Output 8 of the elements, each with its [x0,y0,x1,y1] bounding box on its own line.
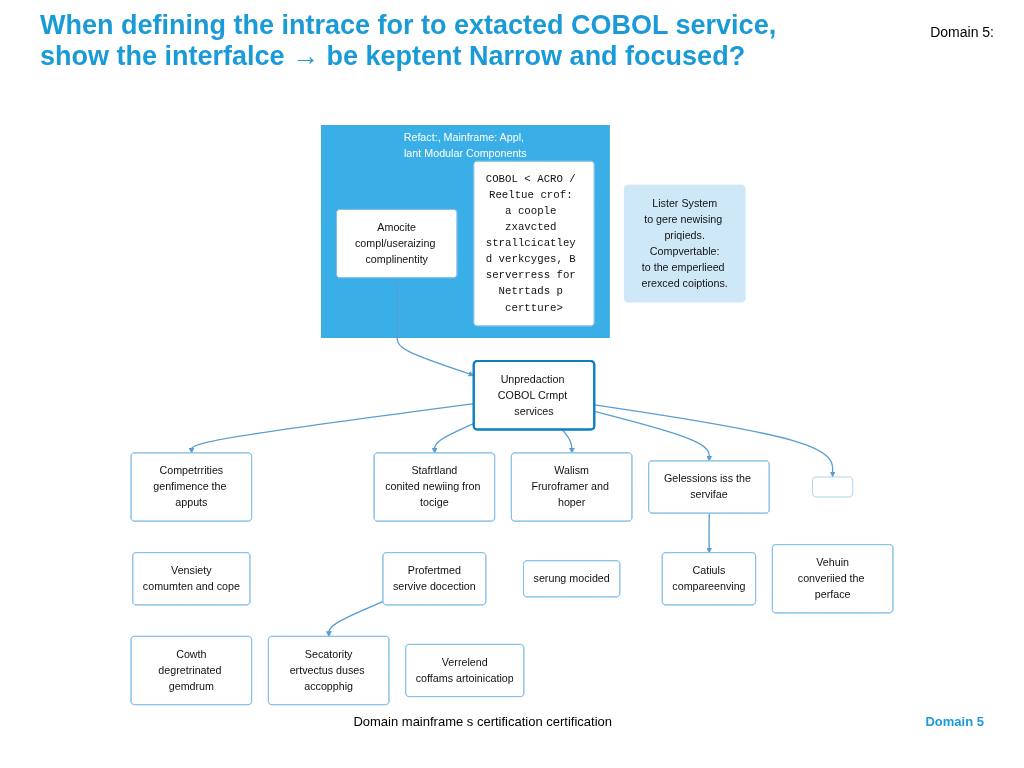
arrow [325,600,384,637]
footer-text: Domain mainframe s certification certification [353,714,613,729]
arrow [706,512,713,554]
domain-label: Domain 5 [925,714,984,729]
domain-label: Domain 5: [930,24,994,40]
node-box [812,476,854,498]
title: When defining the intrace for to extacted COBOL service, show the interfalce → be keptent Narrow and focused? [40,10,778,72]
arrow [561,429,575,454]
